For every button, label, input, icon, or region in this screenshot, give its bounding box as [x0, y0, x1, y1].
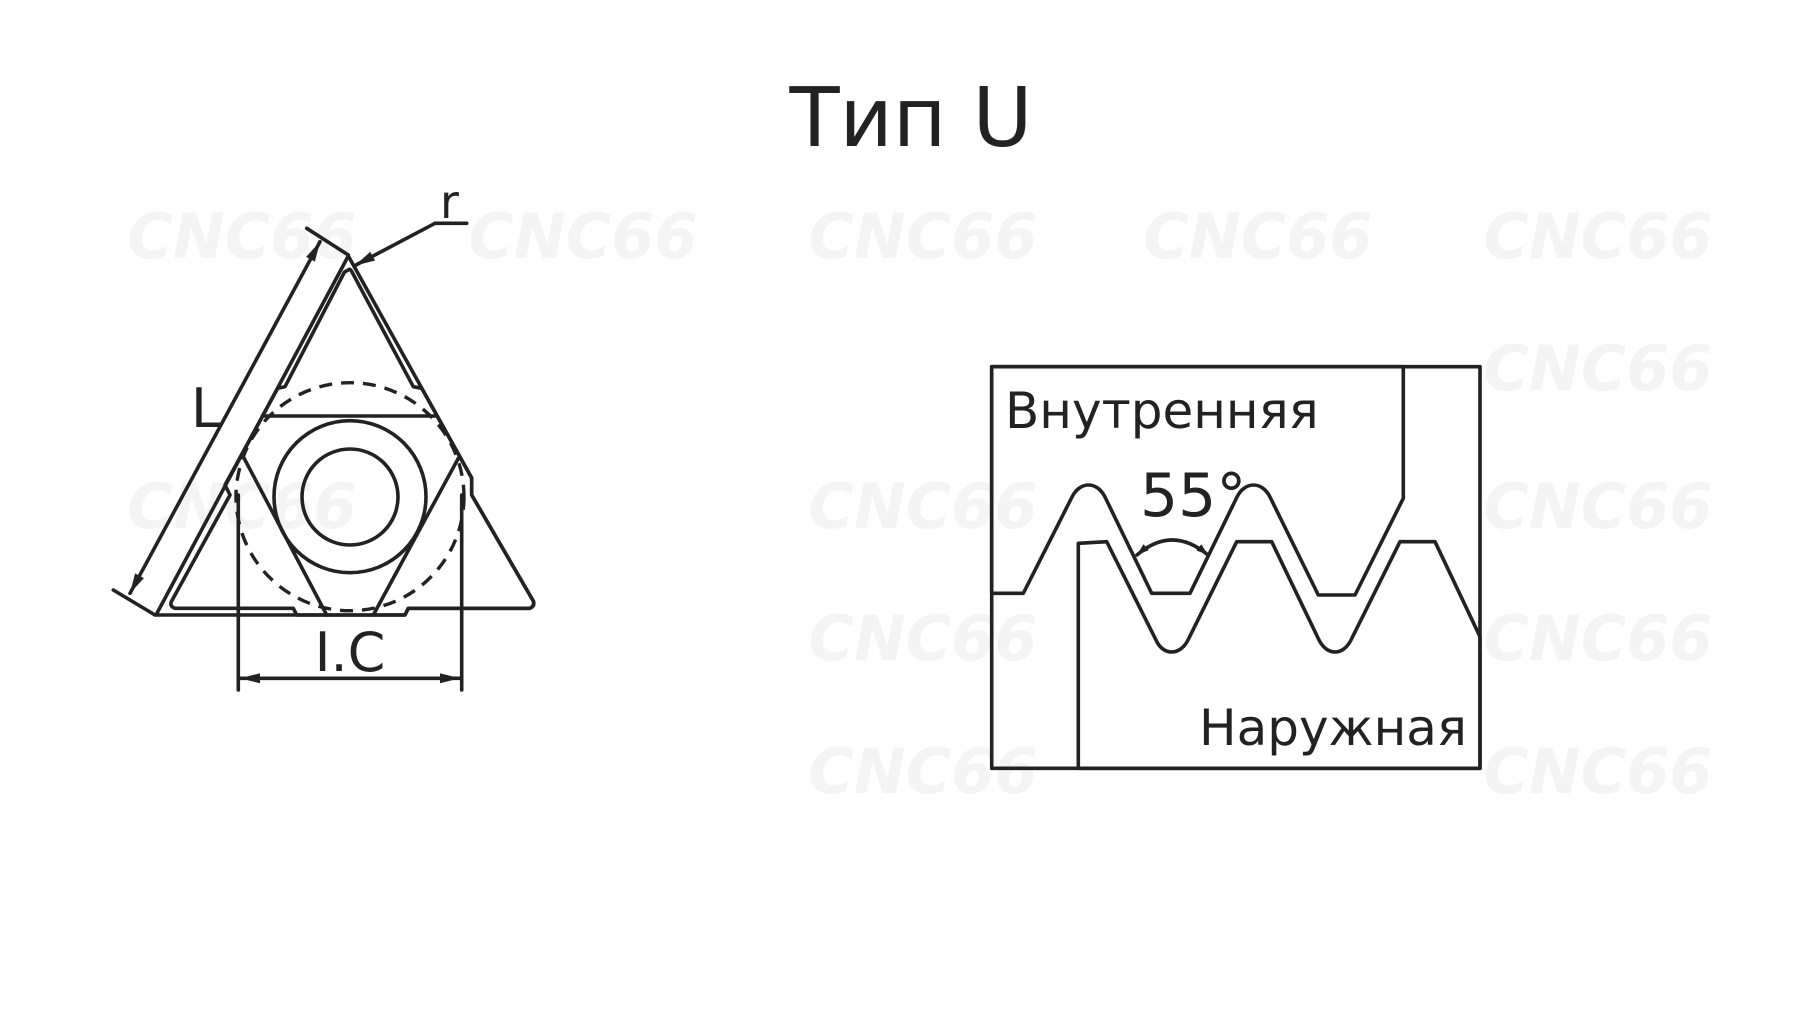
ic-dimension: I.C	[236, 493, 464, 692]
internal-thread	[989, 364, 1406, 597]
svg-text:CNC66: CNC66	[1483, 602, 1712, 675]
svg-text:CNC66: CNC66	[808, 602, 1037, 675]
ic-label: I.C	[315, 621, 386, 684]
radius-dimension: r	[353, 175, 469, 268]
thread-profile: Внутренняя 55° Наружная	[989, 364, 1482, 771]
radius-label: r	[440, 175, 459, 229]
angle-arc	[1135, 538, 1210, 557]
title: Тип U	[788, 71, 1032, 166]
svg-text:CNC66: CNC66	[1483, 470, 1712, 543]
svg-text:CNC66: CNC66	[1483, 332, 1712, 405]
svg-text:CNC66: CNC66	[468, 200, 697, 273]
external-thread	[1076, 539, 1482, 771]
insert-body	[169, 267, 536, 617]
internal-label: Внутренняя	[1005, 382, 1319, 440]
svg-text:CNC66: CNC66	[808, 470, 1037, 543]
svg-text:CNC66: CNC66	[1483, 735, 1712, 808]
length-label: L	[191, 377, 221, 440]
svg-text:CNC66: CNC66	[808, 200, 1037, 273]
watermark: CNC66 CNC66 CNC66 CNC66 CNC66 CNC66 CNC6…	[127, 200, 1712, 808]
external-label: Наружная	[1199, 699, 1467, 757]
svg-text:CNC66: CNC66	[1143, 200, 1372, 273]
svg-text:CNC66: CNC66	[1483, 200, 1712, 273]
length-dimension: L	[111, 226, 351, 617]
svg-text:CNC66: CNC66	[808, 735, 1037, 808]
angle-label: 55°	[1140, 461, 1246, 531]
